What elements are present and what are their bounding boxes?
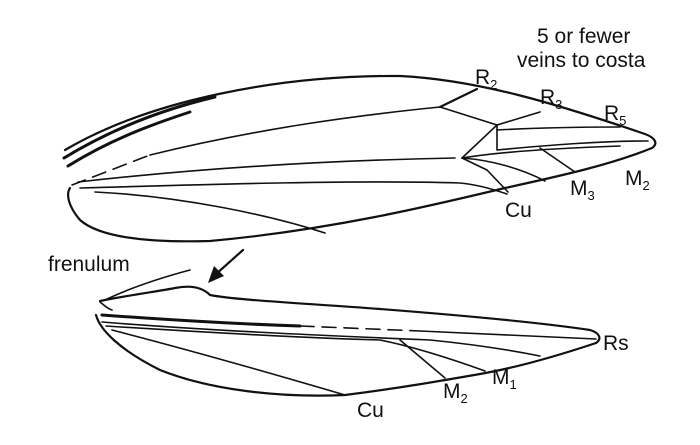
forewing-cubitus [79, 181, 508, 195]
forewing-r3-vein [496, 111, 541, 126]
hindwing-anal-vein [111, 329, 346, 396]
forewing-r5-vein [496, 124, 649, 151]
arrow-shaft [213, 248, 245, 277]
label-rs: Rs [603, 332, 629, 355]
forewing-discal-crossvein-1 [439, 106, 498, 126]
label-m2-forewing: M2 [625, 167, 650, 193]
hindwing-subcosta [100, 313, 302, 328]
hindwing-costa-edge [98, 285, 601, 345]
label-r3: R3 [540, 86, 562, 112]
hindwing-dashed-vein [299, 325, 421, 332]
frenulum-bristle [104, 269, 191, 301]
label-r2: R2 [475, 66, 497, 92]
forewing-discal-crossvein-2 [461, 124, 498, 159]
forewing-media [77, 157, 456, 183]
forewing-cu-crossvein [461, 157, 509, 193]
forewing [62, 74, 657, 243]
hindwing-base-vein-1 [99, 301, 113, 311]
forewing-dashed-vein [71, 154, 151, 186]
forewing-r4-vein [496, 126, 621, 131]
hindwing-rs-vein [419, 330, 597, 340]
forewing-costal-vein-2 [66, 110, 192, 168]
forewing-subcosta [62, 95, 217, 160]
hindwing-media [101, 321, 541, 357]
arrow-head [208, 266, 224, 283]
forewing-costa-edge [63, 74, 657, 152]
label-m3: M3 [570, 177, 595, 203]
frenulum-arrow [208, 248, 245, 283]
forewing-m2-vein [539, 147, 576, 173]
hindwing [94, 269, 601, 397]
label-cu-forewing: Cu [505, 199, 532, 222]
forewing-m3-vein [461, 157, 546, 182]
annotation-line-1: 5 or fewer [537, 25, 630, 48]
label-frenulum: frenulum [48, 253, 130, 276]
forewing-m1-vein [461, 145, 621, 159]
hindwing-m-crossvein [399, 339, 446, 379]
forewing-r2-vein [438, 87, 479, 109]
hindwing-cubitus [105, 325, 486, 372]
forewing-anal-vein [94, 191, 326, 234]
annotation-line-2: veins to costa [517, 49, 646, 72]
forewing-radius [149, 106, 441, 156]
label-r5: R5 [604, 102, 626, 128]
forewing-hind-margin [67, 146, 654, 243]
label-m2-hindwing: M2 [443, 380, 468, 406]
label-cu-hindwing: Cu [357, 399, 384, 422]
label-m1-hindwing: M1 [492, 366, 517, 392]
